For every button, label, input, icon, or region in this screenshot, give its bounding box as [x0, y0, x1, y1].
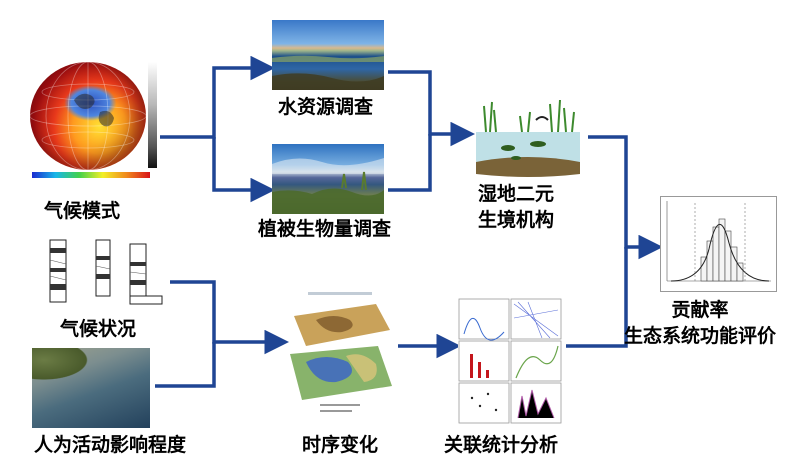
label-correlation: 关联统计分析 [444, 435, 559, 456]
colorbar-vertical [148, 62, 157, 168]
label-time-series: 时序变化 [302, 435, 379, 456]
arrow-water-to-wetland [388, 70, 475, 147]
arrow-human-to-time [155, 342, 216, 388]
arrow-corr-to-eval [566, 247, 628, 348]
colorbar-horizontal [32, 172, 150, 178]
label-climate-model: 气候模式 [44, 201, 121, 222]
label-wetland-line1: 湿地二元 [478, 184, 555, 205]
water-photo [272, 20, 384, 90]
arrow-veg-to-wetland [388, 134, 432, 192]
arrow-model-to-water [160, 55, 275, 139]
arrow-model-to-veg [212, 137, 275, 203]
label-wetland: 湿地二元 生境机构 [478, 182, 554, 234]
arrow-status-to-time [170, 280, 289, 355]
label-climate-status: 气候状况 [60, 319, 137, 340]
label-human-activity: 人为活动影响程度 [34, 435, 187, 456]
climate-globe-image [30, 62, 146, 170]
globe-grid-lines [30, 62, 146, 170]
arrow-wetland-to-eval [588, 135, 663, 260]
vegetation-photo [272, 144, 384, 214]
label-veg-survey: 植被生物量调查 [258, 219, 392, 240]
wetland-habitat-image [472, 92, 584, 178]
label-wetland-line2: 生境机构 [478, 210, 555, 231]
label-water-survey: 水资源调查 [278, 97, 374, 118]
label-evaluation-line2: 生态系统功能评价 [624, 326, 777, 347]
correlation-plots-image [458, 298, 562, 424]
terrain-model-image [286, 290, 394, 418]
human-activity-photo [32, 348, 150, 428]
histogram-chart-image [660, 196, 777, 292]
label-evaluation: 贡献率 生态系统功能评价 [624, 298, 776, 350]
stratigraphy-image [44, 234, 164, 308]
label-evaluation-line1: 贡献率 [671, 300, 729, 321]
